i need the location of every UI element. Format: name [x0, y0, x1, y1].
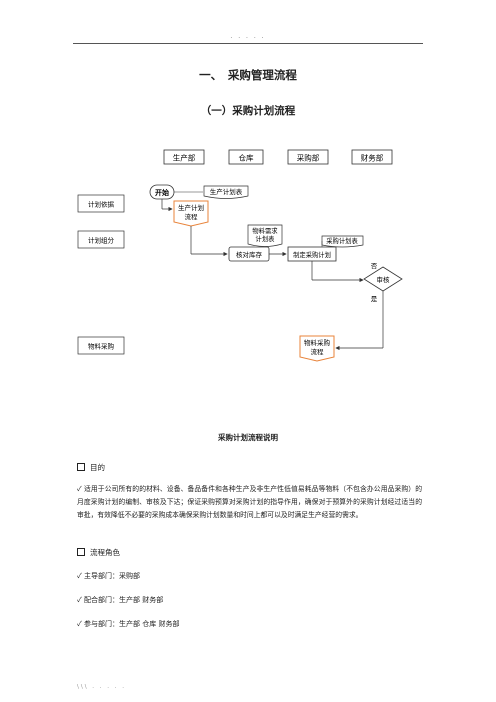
review-decision-label: 审核 [377, 275, 391, 284]
production-plan-process-line2: 流程 [185, 212, 199, 221]
material-demand-doc-line1: 物料需求 [252, 226, 278, 235]
dept-finance [351, 149, 393, 165]
dept-purchasing-label: 采购部 [297, 153, 320, 163]
roles-heading-label: 流程角色 [90, 548, 120, 557]
role-support: ✓ 配合部门：生产部 财务部 [77, 596, 164, 604]
material-purchase-process [299, 335, 335, 362]
material-demand-doc-line2: 计划表 [256, 234, 276, 243]
production-plan-process-line1: 生产计划 [178, 203, 204, 212]
production-plan-process [173, 200, 209, 227]
purchase-plan-doc [321, 235, 364, 248]
dept-warehouse [228, 149, 264, 165]
purchase-plan-flowchart: 生产部 仓库 采购部 财务部 计划依据 计划组分 物料采购 开始 生产计划表 生… [77, 149, 403, 362]
check-stock-label: 核对库存 [236, 250, 263, 259]
dept-purchasing [287, 149, 329, 165]
material-purchase-process-line1: 物料采购 [304, 338, 331, 347]
purpose-paragraph: ✓ 适用于公司所有的的材料、设备、备品备件和各种生产及非生产性低值易耗品等物料（… [77, 485, 422, 519]
label-no: 否 [371, 262, 378, 270]
purchase-plan-doc-label: 采购计划表 [326, 236, 358, 245]
checkbox-square-icon [77, 548, 85, 556]
lane-plan-basis-label: 计划依据 [88, 200, 115, 209]
lane-plan-basis [77, 194, 125, 213]
material-purchase-process-line2: 流程 [311, 347, 325, 356]
footer-decoration: \\\ . . . . . [77, 684, 127, 690]
header-decoration: . . . . . [230, 33, 266, 40]
lane-plan-composition [77, 230, 125, 249]
checkbox-square-icon [77, 463, 85, 471]
purpose-heading: 目的 [77, 462, 105, 473]
dept-production-label: 生产部 [173, 153, 196, 163]
section-title: 一、 采购管理流程 [199, 68, 297, 82]
role-participant: ✓ 参与部门：生产部 仓库 财务部 [77, 620, 180, 628]
production-plan-doc-label: 生产计划表 [210, 187, 243, 196]
make-purchase-plan-label: 制定采购计划 [293, 250, 331, 259]
lane-material-purchase-label: 物料采购 [88, 342, 115, 351]
production-plan-doc [203, 185, 249, 199]
material-demand-doc [247, 224, 283, 247]
lane-material-purchase [77, 336, 125, 355]
roles-heading: 流程角色 [77, 547, 120, 558]
start-label: 开始 [155, 188, 169, 197]
purpose-heading-label: 目的 [90, 463, 105, 472]
lane-plan-composition-label: 计划组分 [88, 236, 115, 245]
role-lead: ✓ 主导部门：采购部 [77, 572, 141, 580]
label-yes: 是 [371, 295, 378, 303]
dept-finance-label: 财务部 [361, 153, 384, 163]
dept-warehouse-label: 仓库 [239, 153, 254, 163]
header-rule [73, 43, 423, 44]
flow-caption: 采购计划流程说明 [218, 433, 278, 442]
dept-production [163, 149, 205, 165]
subsection-title: （一）采购计划流程 [200, 105, 296, 117]
